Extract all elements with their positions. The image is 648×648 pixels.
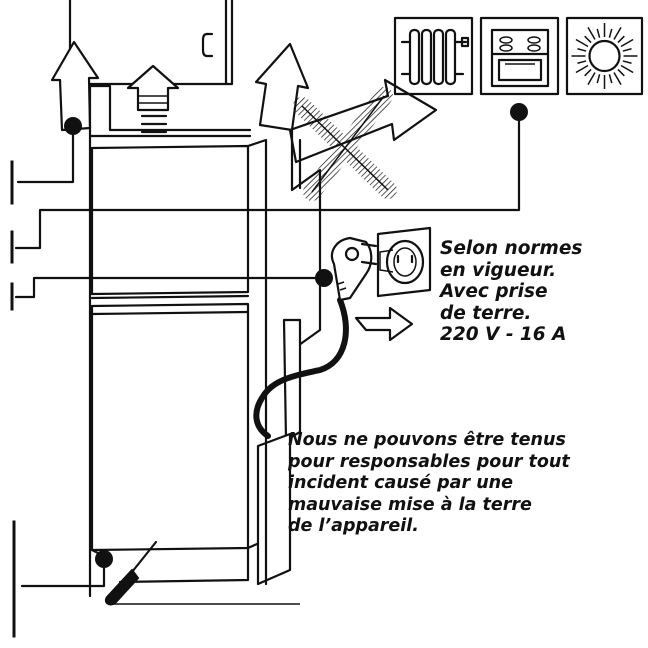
warning-note-line: pour responsables pour tout xyxy=(288,451,570,472)
socket-note-line: en vigueur. xyxy=(440,259,557,281)
warning-note-line: mauvaise mise à la terre xyxy=(288,494,532,515)
sun-icon xyxy=(565,16,644,96)
sun-ray xyxy=(584,68,592,77)
vent-grille xyxy=(140,114,168,134)
sun-ray xyxy=(622,48,632,52)
sun-ray xyxy=(577,60,587,64)
connect-arrow xyxy=(354,306,414,342)
sun-ray xyxy=(577,48,587,52)
dimension-brackets xyxy=(10,160,16,638)
sun-ray xyxy=(575,38,589,48)
power-cable xyxy=(253,297,349,439)
socket-note-line: 220 V - 16 A xyxy=(440,324,567,345)
blocked-heat-arrow xyxy=(288,78,438,201)
sun-ray xyxy=(613,72,622,85)
sun-ray xyxy=(617,35,625,44)
socket-requirement-note: Selon normes en vigueur. Avec prise de t… xyxy=(440,238,582,346)
sun-ray xyxy=(575,64,589,74)
plug-icon xyxy=(330,236,378,302)
sun-ray xyxy=(596,28,601,38)
screwdriver-icon xyxy=(104,540,158,606)
sun-ray xyxy=(584,35,592,44)
wall-socket-icon xyxy=(376,226,432,298)
sun-ray xyxy=(596,74,601,84)
airflow-arrow-right xyxy=(254,42,310,132)
leader-lines xyxy=(14,110,521,588)
warning-note-line: de l’appareil. xyxy=(288,516,419,536)
sun-ray xyxy=(617,68,625,77)
side-panel xyxy=(256,128,322,586)
sun-ray xyxy=(587,27,596,40)
radiator-icon xyxy=(393,16,474,96)
sun-ray xyxy=(620,38,634,48)
socket-note-line: de terre. xyxy=(440,302,532,324)
warning-note-line: Nous ne pouvons être tenus xyxy=(288,430,566,450)
cooker-icon xyxy=(479,16,560,96)
liability-warning-note: Nous ne pouvons être tenus pour responsa… xyxy=(288,430,570,538)
warning-note-line: incident causé par une xyxy=(288,473,514,493)
fridge-freezer xyxy=(88,84,268,598)
airflow-arrow-center xyxy=(126,64,180,112)
sun-ray xyxy=(608,28,613,38)
socket-note-line: Avec prise xyxy=(440,281,548,302)
sun-ray xyxy=(613,27,622,40)
sun-ray xyxy=(587,72,596,85)
sun-ray xyxy=(622,60,632,64)
sun-ray xyxy=(608,74,613,84)
sun-ray xyxy=(620,64,634,74)
socket-note-line: Selon normes xyxy=(440,238,583,259)
